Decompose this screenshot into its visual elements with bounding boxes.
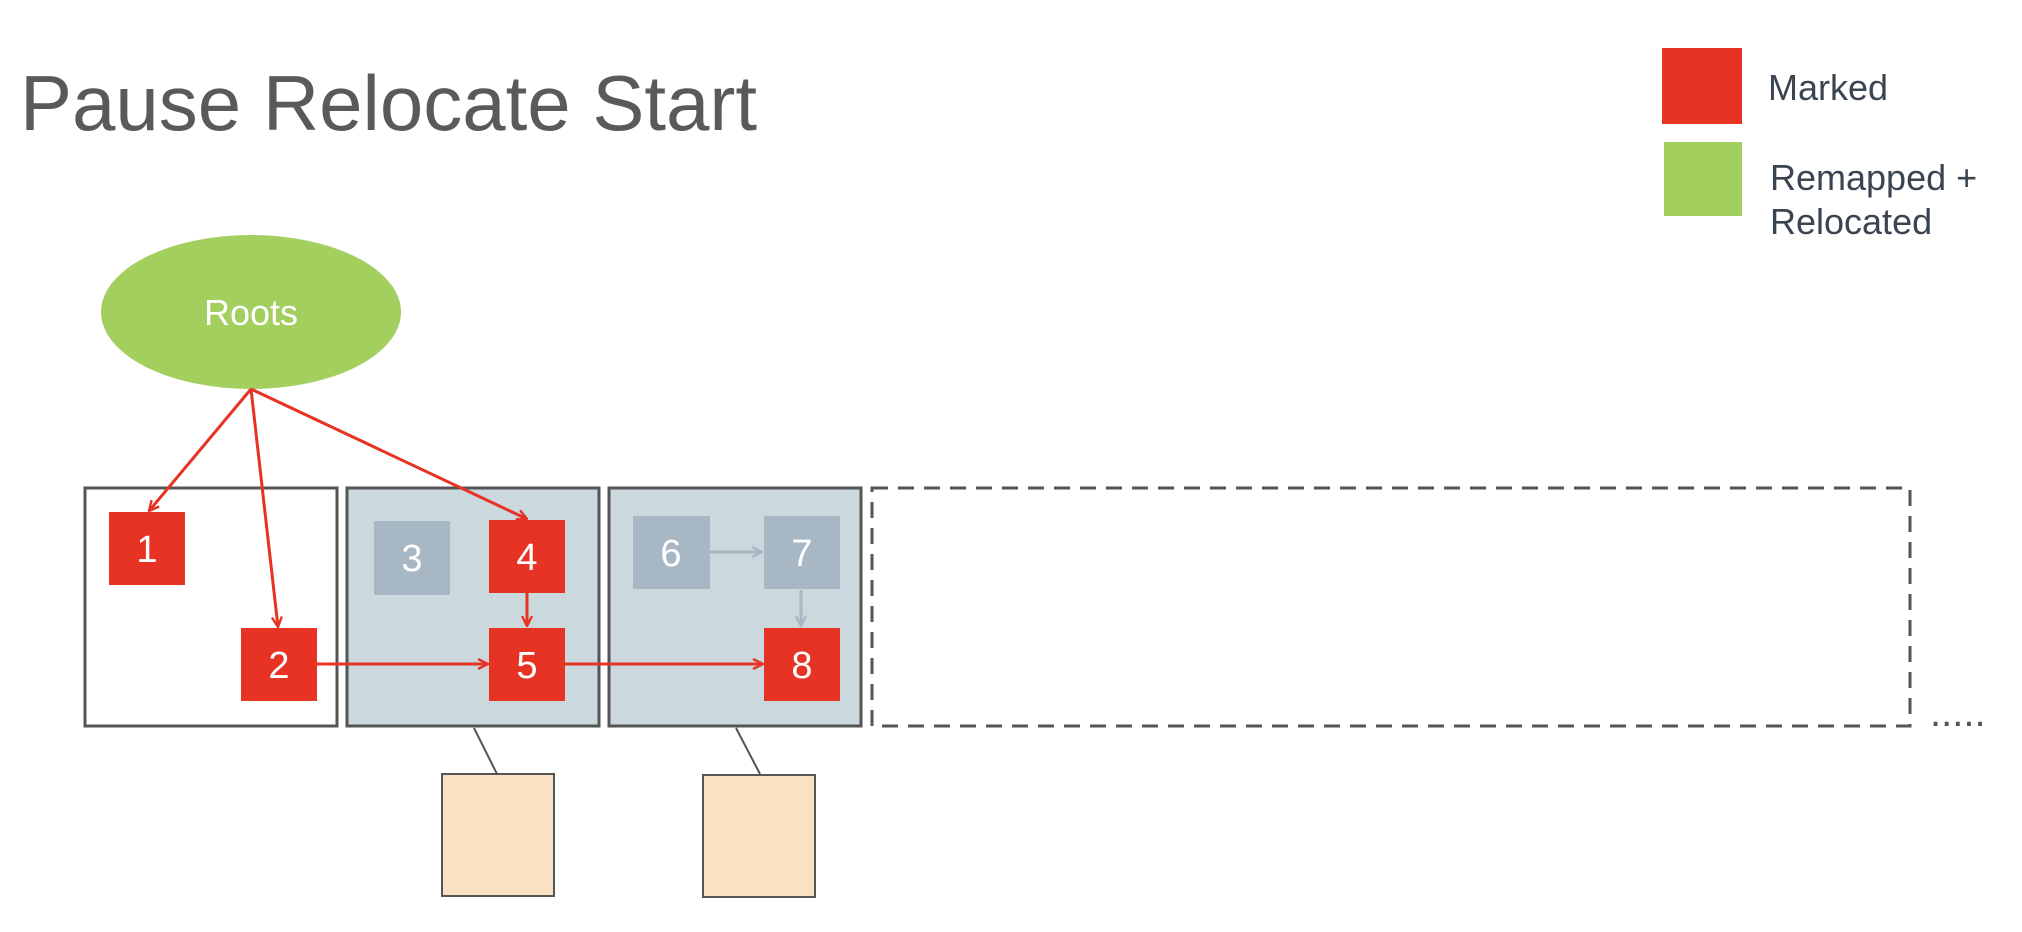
- forwarding-table-1: [441, 773, 555, 897]
- legend-remapped-label-line1: Remapped +: [1770, 157, 1977, 198]
- object-2-box: [241, 628, 317, 701]
- edge-roots-to-1: [149, 388, 253, 511]
- object-5-box: [489, 628, 565, 701]
- legend-marked-swatch: [1662, 48, 1742, 124]
- legend-remapped-label-line2: Relocated: [1770, 201, 1932, 242]
- object-6-box: [633, 516, 710, 589]
- forwarding-table-2: [702, 774, 816, 898]
- object-2: 2: [241, 628, 317, 701]
- object-7: 7: [764, 516, 840, 589]
- edge-roots-to-2: [249, 388, 278, 627]
- object-7-box: [764, 516, 840, 589]
- roots-label: Roots: [204, 292, 298, 333]
- edge-roots-to-4: [250, 387, 527, 519]
- object-4: 4: [489, 520, 565, 593]
- page-title: Pause Relocate Start: [20, 59, 757, 147]
- object-8-box: [764, 628, 840, 701]
- legend-marked-label: Marked: [1768, 67, 1888, 108]
- forwarding-table-connector-2: [735, 727, 761, 775]
- object-5-label: 5: [516, 645, 537, 687]
- object-3: 3: [374, 521, 450, 595]
- roots-ellipse: [101, 235, 401, 389]
- object-5: 5: [489, 628, 565, 701]
- object-3-box: [374, 521, 450, 595]
- object-1: 1: [109, 512, 185, 585]
- legend: Marked Remapped + Relocated: [1662, 48, 1977, 242]
- object-1-label: 1: [136, 529, 157, 571]
- object-4-label: 4: [516, 537, 537, 579]
- legend-remapped-swatch: [1664, 142, 1742, 216]
- object-3-label: 3: [401, 538, 422, 580]
- object-1-box: [109, 512, 185, 585]
- empty-page-area: [870, 486, 1912, 728]
- object-4-box: [489, 520, 565, 593]
- object-7-label: 7: [791, 533, 812, 575]
- object-8-label: 8: [791, 645, 812, 687]
- object-8: 8: [764, 628, 840, 701]
- forwarding-table-connector-1: [473, 727, 498, 775]
- continuation-dots: .....: [1930, 691, 1986, 735]
- object-2-label: 2: [268, 645, 289, 687]
- object-6-label: 6: [660, 533, 681, 575]
- object-6: 6: [633, 516, 710, 589]
